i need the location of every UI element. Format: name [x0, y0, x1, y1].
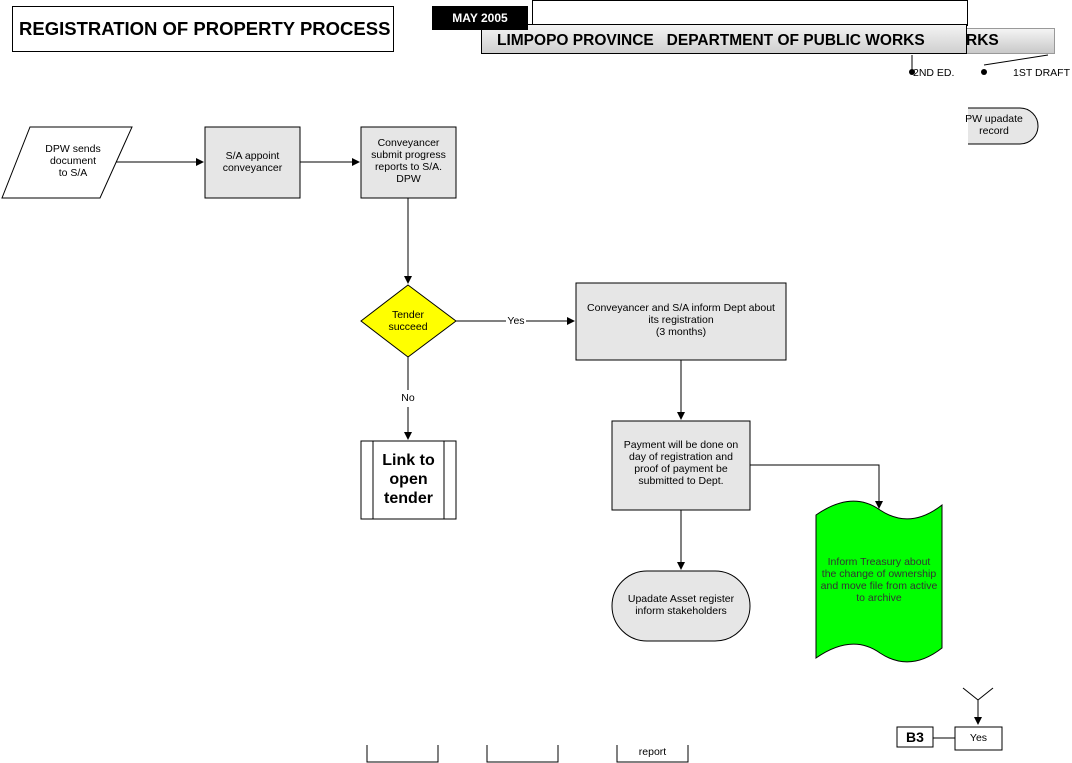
- b3-reference-box: [896, 726, 934, 748]
- link-open-tender-label: Link to open tender: [373, 451, 444, 509]
- update-record-line-1: PW upadate: [965, 113, 1023, 125]
- sa-appoint-line-2: conveyancer: [222, 162, 283, 175]
- dpw-sends-document-shape: [1, 126, 133, 199]
- tender-line-2: succeed: [388, 321, 428, 334]
- bottom-box-2: [486, 745, 559, 763]
- inform-dept-line-1: Conveyancer and S/A inform Dept about: [587, 302, 775, 314]
- update-asset-label: Upadate Asset register inform stakeholde…: [612, 593, 750, 617]
- second-edition-label: 2ND ED.: [913, 67, 955, 79]
- conveyancer-line-4: DPW: [396, 173, 421, 186]
- edition-dot: [909, 69, 915, 75]
- link-line-3: tender: [384, 490, 433, 508]
- update-record-line-2: record: [979, 125, 1009, 138]
- inform-dept-line-2: its registration: [648, 314, 714, 327]
- yes-box-label: Yes: [969, 732, 988, 744]
- first-draft-label: 1ST DRAFT: [1013, 67, 1070, 79]
- bottom-box-3: [616, 745, 689, 763]
- conveyancer-submit-shape: [360, 126, 457, 199]
- edge-no-label: No: [401, 392, 415, 404]
- bottom-report-label: report: [638, 746, 667, 758]
- inform-dept-line-3: (3 months): [655, 326, 707, 339]
- sa-appoint-line-1: S/A appoint: [225, 150, 280, 162]
- payment-line-3: proof of payment be: [634, 463, 728, 476]
- edge-yes-label: Yes: [507, 315, 525, 327]
- tender-decision-label: Tender succeed: [368, 309, 448, 333]
- dpw-update-record-shape: [968, 107, 1039, 145]
- link-open-tender-shape: [360, 440, 457, 520]
- treasury-line-2: the change of ownership: [821, 568, 937, 581]
- dpw-sends-line-3: to S/A: [58, 167, 88, 180]
- payment-label: Payment will be done on day of registrat…: [612, 439, 750, 487]
- edge-payment-to-treasury: [750, 464, 883, 509]
- inform-dept-label: Conveyancer and S/A inform Dept about it…: [576, 302, 786, 338]
- conveyancer-submit-label: Conveyancer submit progress reports to S…: [361, 137, 456, 185]
- treasury-line-4: to archive: [856, 592, 902, 605]
- update-asset-line-2: inform stakeholders: [635, 605, 727, 618]
- payment-shape: [611, 420, 751, 511]
- link-line-2: open: [389, 471, 428, 489]
- dpw-update-record-label: PW upadate record: [958, 113, 1030, 137]
- update-asset-line-1: Upadate Asset register: [627, 593, 735, 605]
- payment-line-4: submitted to Dept.: [638, 475, 724, 488]
- conveyancer-line-3: reports to S/A.: [374, 161, 443, 174]
- draft-dot: [981, 69, 987, 75]
- draft-connector: [983, 54, 1049, 66]
- sa-appoint-shape: [204, 126, 301, 199]
- treasury-line-1: Inform Treasury about: [827, 556, 931, 568]
- sa-appoint-label: S/A appoint conveyancer: [205, 150, 300, 174]
- conveyancer-line-2: submit progress: [371, 149, 446, 162]
- tender-line-1: Tender: [391, 309, 425, 321]
- dpw-sends-line-2: document: [49, 155, 97, 168]
- page-title: REGISTRATION OF PROPERTY PROCESS: [19, 18, 391, 39]
- update-asset-shape: [611, 570, 751, 642]
- conveyancer-line-1: Conveyancer: [377, 137, 440, 149]
- page-title-box: REGISTRATION OF PROPERTY PROCESS: [12, 6, 394, 52]
- link-line-1: Link to: [382, 452, 435, 469]
- inform-dept-shape: [575, 282, 787, 361]
- b3-reference-label: B3: [906, 729, 924, 745]
- treasury-line-3: and move file from active: [820, 580, 938, 593]
- department-title-tail: RKS: [966, 32, 999, 49]
- merge-line-right: [977, 687, 994, 701]
- payment-line-2: day of registration and: [629, 451, 733, 464]
- merge-line-left: [962, 687, 979, 701]
- inform-treasury-label: Inform Treasury about the change of owne…: [816, 556, 942, 604]
- date-badge: MAY 2005: [432, 6, 528, 30]
- yes-box-shape: [954, 726, 1003, 751]
- inform-treasury-shape: [815, 500, 943, 663]
- bottom-box-1: [366, 745, 439, 763]
- dpw-sends-line-1: DPW sends: [45, 143, 101, 155]
- dpw-sends-document-label: DPW sends document to S/A: [28, 143, 118, 179]
- payment-line-1: Payment will be done on: [623, 439, 739, 451]
- department-banner: [481, 24, 967, 54]
- department-title: LIMPOPO PROVINCE DEPARTMENT OF PUBLIC WO…: [497, 32, 925, 49]
